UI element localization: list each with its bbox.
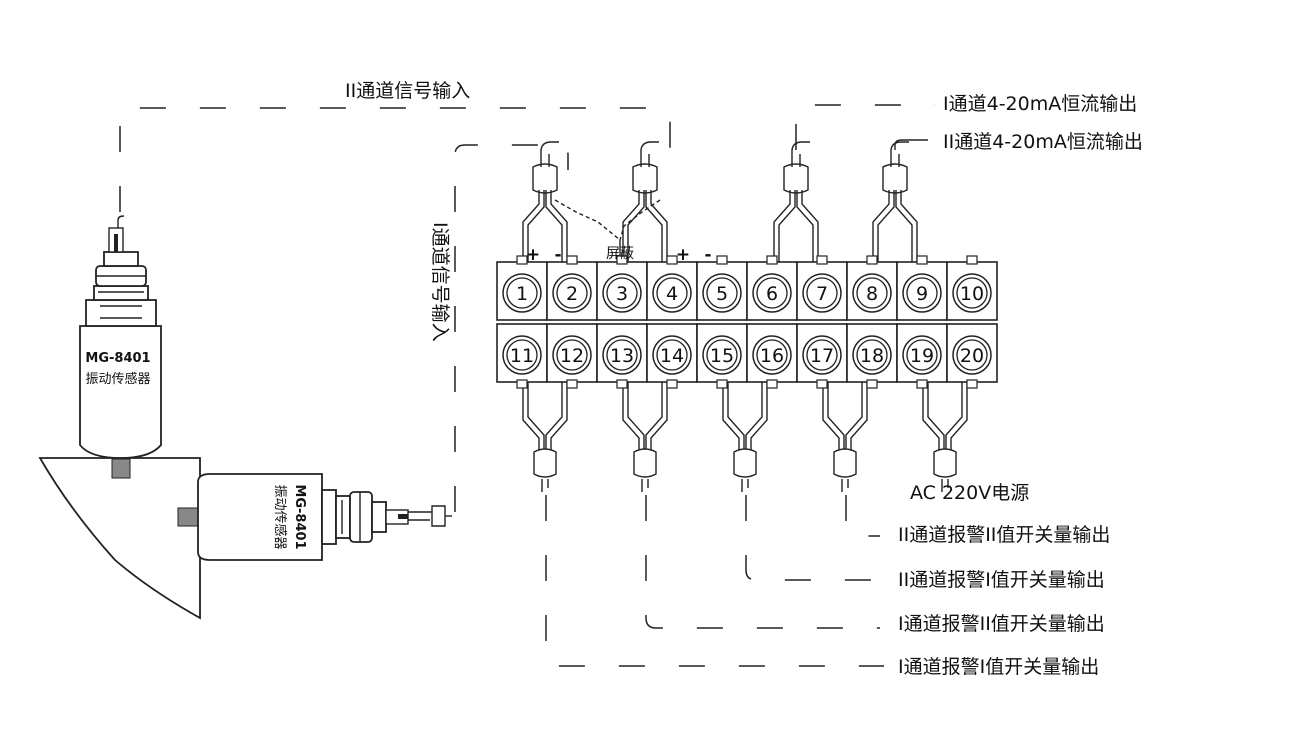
terminal-15: 15 xyxy=(696,323,748,389)
terminal-6: 6 xyxy=(746,255,798,321)
power-label: AC 220V电源 xyxy=(910,482,1029,504)
terminal-3: 3 xyxy=(596,255,648,321)
terminal-number: 13 xyxy=(610,345,634,367)
ch1-signal-line xyxy=(454,144,569,512)
terminal-number: 2 xyxy=(566,283,578,305)
terminal-number: 3 xyxy=(616,283,628,305)
terminal-16: 16 xyxy=(746,323,798,389)
shield-wires xyxy=(554,199,661,241)
sensor-horizontal-name: 振动传感器 xyxy=(272,484,288,549)
sensor-horizontal xyxy=(197,473,452,561)
terminal-2: 2 xyxy=(546,255,598,321)
terminal-1: 1 xyxy=(496,255,548,321)
sensor-vertical-model: MG-8401 xyxy=(85,351,150,366)
terminal-number: 12 xyxy=(560,345,584,367)
polarity-minus-2: - xyxy=(554,245,561,265)
terminal-number: 14 xyxy=(660,345,684,367)
terminal-number: 11 xyxy=(510,345,534,367)
sensor-vertical-name: 振动传感器 xyxy=(85,371,150,387)
ch1-current-output-label: I通道4-20mA恒流输出 xyxy=(943,93,1137,115)
terminal-5: 5 xyxy=(696,255,748,321)
ch1-alarm-I-label: I通道报警I值开关量输出 xyxy=(898,656,1099,678)
sensor-horizontal-model: MG-8401 xyxy=(292,484,307,549)
terminal-number: 1 xyxy=(516,283,528,305)
terminal-9: 9 xyxy=(896,255,948,321)
terminal-11: 11 xyxy=(496,323,548,389)
terminal-19: 19 xyxy=(896,323,948,389)
stud-horizontal xyxy=(177,507,199,527)
ch2-signal-input-label: II通道信号输入 xyxy=(345,80,470,102)
terminal-10: 10 xyxy=(946,255,998,321)
terminal-13: 13 xyxy=(596,323,648,389)
terminal-4: 4 xyxy=(646,255,698,321)
terminal-number: 9 xyxy=(916,283,928,305)
polarity-minus-5: - xyxy=(704,245,711,265)
stud-vertical xyxy=(111,458,131,479)
ch1-alarm-II-label: I通道报警II值开关量输出 xyxy=(898,613,1105,635)
ch1-signal-input-label: I通道信号输入 xyxy=(429,222,451,342)
terminal-number: 5 xyxy=(716,283,728,305)
ch2-current-output-label: II通道4-20mA恒流输出 xyxy=(943,131,1143,153)
ch2-alarm-I-label: II通道报警I值开关量输出 xyxy=(898,569,1105,591)
terminal-number: 18 xyxy=(860,345,884,367)
terminal-number: 16 xyxy=(760,345,784,367)
terminal-20: 20 xyxy=(946,323,998,389)
terminal-number: 8 xyxy=(866,283,878,305)
terminal-number: 15 xyxy=(710,345,734,367)
terminal-7: 7 xyxy=(796,255,848,321)
terminal-8: 8 xyxy=(846,255,898,321)
machine-body xyxy=(38,457,201,620)
terminal-17: 17 xyxy=(796,323,848,389)
terminal-number: 10 xyxy=(960,283,984,305)
terminal-number: 6 xyxy=(766,283,778,305)
ch2-alarm-II-label: II通道报警II值开关量输出 xyxy=(898,524,1110,546)
terminal-number: 7 xyxy=(816,283,828,305)
sensor-vertical xyxy=(79,215,162,459)
terminal-number: 4 xyxy=(666,283,678,305)
polarity-plus-1: + xyxy=(526,245,540,265)
terminal-number: 20 xyxy=(960,345,984,367)
shield-label: 屏蔽 xyxy=(606,246,634,262)
terminal-number: 17 xyxy=(810,345,834,367)
terminal-14: 14 xyxy=(646,323,698,389)
terminal-18: 18 xyxy=(846,323,898,389)
terminal-number: 19 xyxy=(910,345,934,367)
terminal-12: 12 xyxy=(546,323,598,389)
polarity-plus-4: + xyxy=(676,245,690,265)
ch2-signal-line xyxy=(119,107,671,212)
